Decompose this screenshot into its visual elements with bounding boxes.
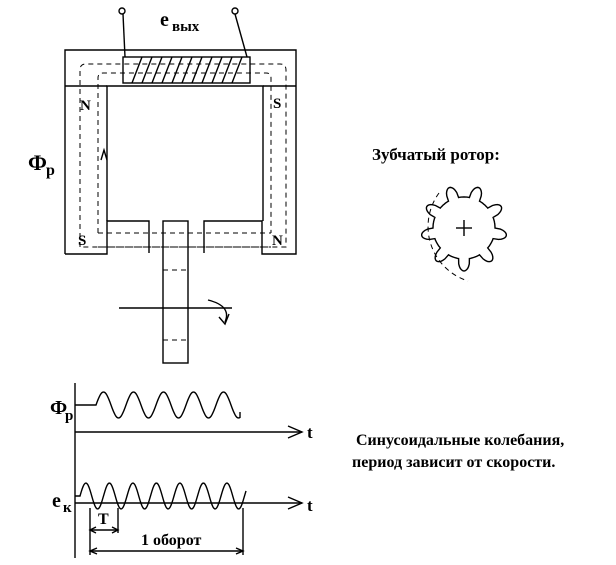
rotor-front-view xyxy=(421,186,507,282)
note-line-1: Синусоидальные колебания, xyxy=(356,432,564,449)
wave-emf-label-sub: к xyxy=(63,500,72,516)
one-revolution-label: 1 оборот xyxy=(141,532,201,549)
label-pole-s-top: S xyxy=(273,96,281,112)
label-flux-rotor: Ф xyxy=(28,150,47,175)
note-line-2: период зависит от скорости. xyxy=(352,454,555,471)
rotor-title: Зубчатый ротор: xyxy=(372,145,500,164)
label-flux-rotor-sub: р xyxy=(46,162,55,179)
time-axis-label-2: t xyxy=(307,496,313,515)
time-axis-label-1: t xyxy=(307,423,313,442)
wave-emf-label: e xyxy=(52,490,61,512)
waveform-plots xyxy=(74,383,304,558)
label-output-emf: e xyxy=(160,9,169,31)
label-pole-s-bottom: S xyxy=(78,233,86,249)
rotor-side-view xyxy=(119,220,232,364)
period-label: T xyxy=(98,511,109,528)
wave-flux-label-sub: р xyxy=(65,408,73,424)
label-output-emf-sub: вых xyxy=(172,19,200,35)
label-pole-n-bottom: N xyxy=(272,233,283,249)
magnetic-core xyxy=(64,49,297,255)
flux-path xyxy=(79,63,287,248)
pickup-coil xyxy=(118,7,251,84)
wave-flux-label: Ф xyxy=(50,397,67,419)
label-pole-n-top: N xyxy=(80,98,91,114)
